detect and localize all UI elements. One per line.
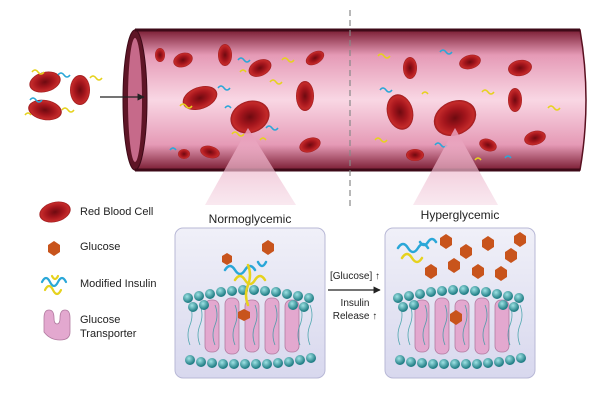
insulin-release-label-2: Release ↑ (326, 310, 384, 323)
glucose-increase-label: [Glucose] ↑ (326, 270, 384, 283)
legend-insulin-label: Modified Insulin (80, 278, 157, 290)
legend-glucose-label: Glucose (80, 241, 121, 253)
legend-rbc-icon (39, 201, 71, 223)
insulin-release-label-1: Insulin (340, 298, 370, 309)
legend-transporter-label-2: Transporter (80, 328, 137, 340)
legend-transporter-label-1: Glucose (80, 314, 121, 326)
legend-rbc-label: Red Blood Cell (80, 206, 154, 218)
insulin-release-text: Release (332, 311, 370, 322)
panel-title-hyperglycemic: Hyperglycemic (420, 208, 500, 222)
panel-hyperglycemic (384, 227, 536, 379)
rbc-normoglycemic-flow (155, 44, 325, 159)
insulin-release-arrow: ↑ (372, 311, 378, 322)
panel-title-normoglycemic: Normoglycemic (208, 212, 292, 226)
glucose-increase-text: [Glucose] (329, 271, 373, 282)
legend-insulin-icon (40, 274, 68, 296)
rbc-hyperglycemic-flow (374, 49, 561, 161)
glucose-increase-arrow: ↑ (375, 271, 381, 282)
zoom-cone-right (413, 128, 498, 205)
legend-glucose-icon (48, 241, 60, 256)
zoom-cone-left (205, 128, 296, 205)
rbc-cluster-entering (24, 69, 103, 121)
panel-normoglycemic (174, 227, 326, 379)
legend-transporter-icon (43, 309, 71, 341)
